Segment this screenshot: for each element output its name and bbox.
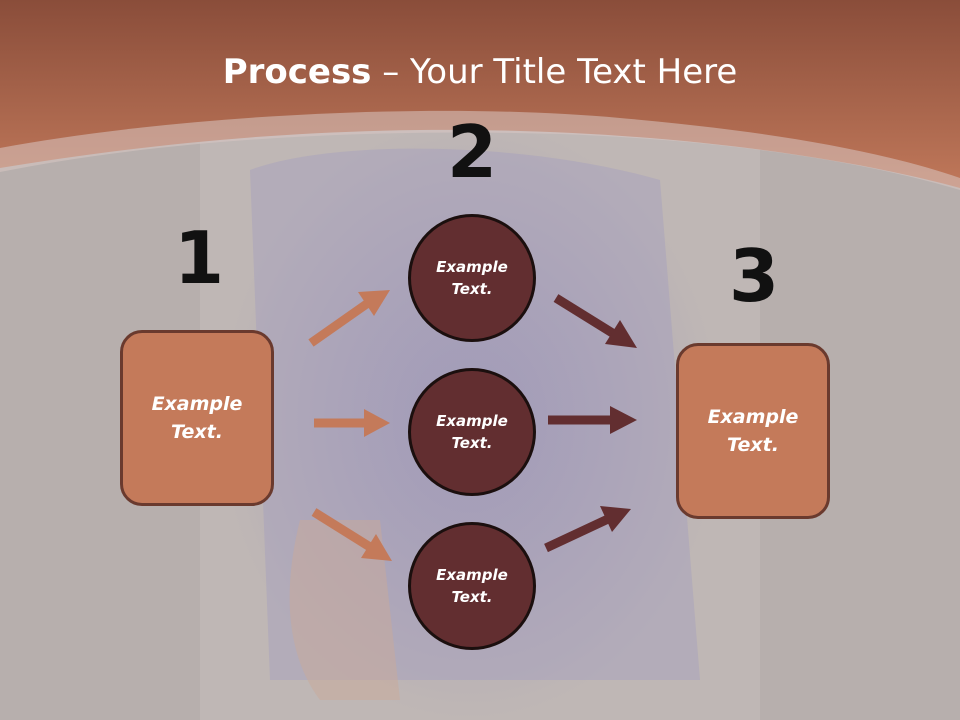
circle-bottom-text: Example Text. [436, 565, 508, 607]
arrow-left-middle [314, 409, 390, 437]
title-rest: – Your Title Text Here [371, 52, 738, 92]
arrow-right-middle [548, 406, 637, 434]
left-box-text: Example Text. [151, 392, 243, 444]
circle-middle: Example Text. [408, 368, 536, 496]
step-number-3: 3 [728, 234, 780, 318]
circle-middle-text: Example Text. [436, 411, 508, 453]
arrow-left-up [308, 290, 390, 347]
step-number-2: 2 [446, 110, 498, 194]
circle-bottom: Example Text. [408, 522, 536, 650]
arrow-left-down [311, 508, 392, 561]
circle-top-text: Example Text. [436, 257, 508, 299]
left-box: Example Text. [120, 330, 274, 506]
arrow-right-up [544, 506, 631, 553]
circle-top: Example Text. [408, 214, 536, 342]
step-number-1: 1 [173, 216, 225, 300]
slide-title: Process – Your Title Text Here [0, 52, 960, 92]
right-box-text: Example Text. [707, 405, 799, 457]
arrow-right-down [553, 294, 637, 348]
right-box: Example Text. [676, 343, 830, 519]
title-bold: Process [222, 52, 372, 92]
